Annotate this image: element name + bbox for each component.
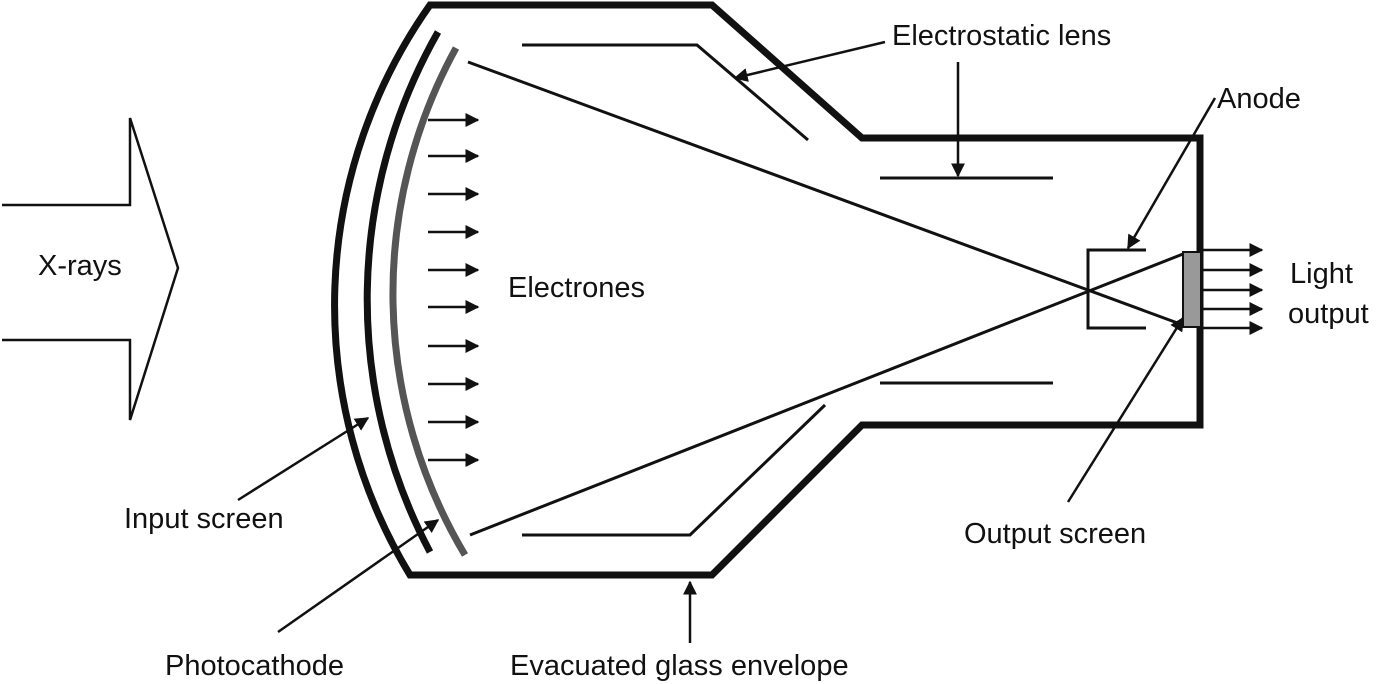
anode-label: Anode	[1217, 83, 1301, 115]
electron-ray-upper	[467, 60, 1184, 327]
xray-arrow	[2, 117, 180, 421]
glass-envelope-label: Evacuated glass envelope	[510, 650, 849, 682]
lens-plate-upper	[522, 43, 809, 142]
electron-ray-lower	[469, 252, 1184, 537]
electron-arrows	[428, 113, 480, 467]
anode-pointer	[1126, 97, 1217, 250]
input-screen-label: Input screen	[124, 503, 284, 535]
input-screen-layer	[363, 30, 442, 554]
electrostatic-lens-pointer	[733, 40, 886, 82]
photocathode-pointer	[277, 518, 440, 634]
xrays-label: X-rays	[38, 250, 122, 282]
output-screen	[1182, 251, 1202, 328]
light-output-label-line1: Light	[1290, 258, 1353, 290]
light-output-arrows	[1201, 243, 1264, 335]
glass-envelope	[331, 1, 1204, 579]
electrons-label: Electrones	[508, 272, 645, 304]
photocathode-label: Photocathode	[165, 650, 344, 682]
input-screen-pointer	[237, 416, 370, 502]
electrostatic-lens-label: Electrostatic lens	[892, 20, 1111, 52]
output-screen-pointer	[1066, 316, 1185, 503]
output-screen-label: Output screen	[964, 518, 1146, 550]
photocathode-layer	[389, 46, 469, 557]
lens-plate-lower	[522, 403, 827, 537]
light-output-label-line2: output	[1288, 298, 1369, 330]
